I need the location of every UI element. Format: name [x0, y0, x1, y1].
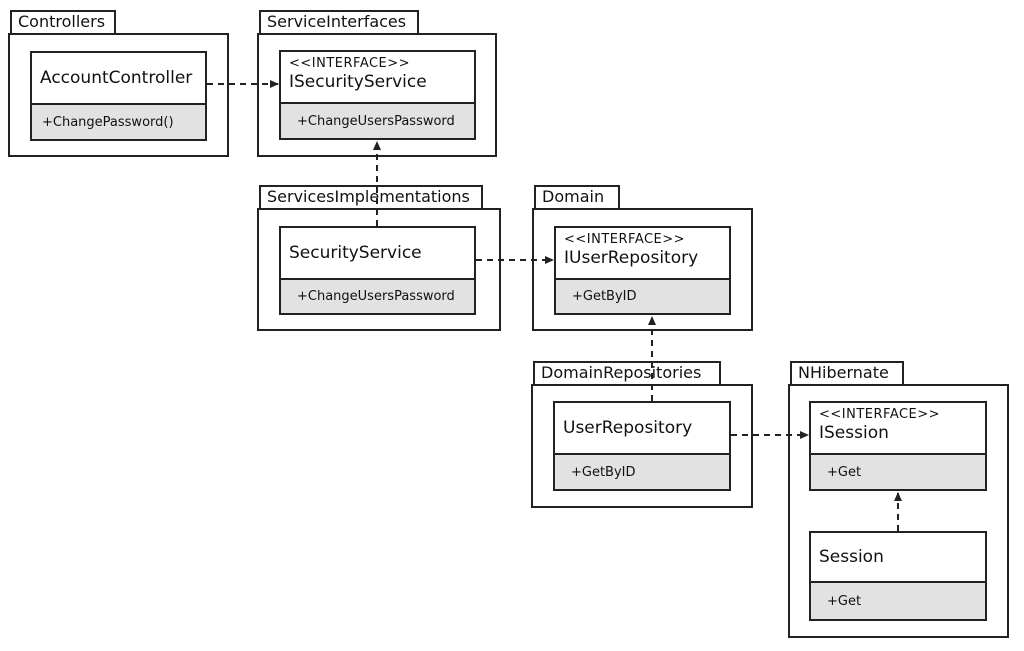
class-user-repository: UserRepository +GetByID	[553, 401, 731, 491]
class-name: UserRepository	[563, 418, 693, 438]
stereotype-label: <<INTERFACE>>	[819, 407, 941, 422]
operation: +GetByID	[572, 289, 637, 304]
class-header: <<INTERFACE>> ISecurityService	[281, 52, 474, 104]
package-tab-domain: Domain	[534, 185, 620, 209]
class-name: ISecurityService	[289, 72, 427, 92]
class-session: Session +Get	[809, 531, 987, 621]
class-header: <<INTERFACE>> IUserRepository	[556, 228, 729, 280]
operation: +GetByID	[571, 464, 636, 480]
package-tab-service-interfaces: ServiceInterfaces	[259, 10, 419, 34]
class-name: ISession	[819, 423, 889, 443]
class-name: AccountController	[40, 68, 193, 88]
class-header: Session	[811, 533, 985, 583]
stereotype-label: <<INTERFACE>>	[564, 232, 686, 247]
operation: +Get	[827, 593, 862, 609]
class-header: SecurityService	[281, 228, 474, 280]
class-operations: +Get	[811, 583, 985, 619]
package-tab-controllers: Controllers	[10, 10, 116, 34]
class-isecurity-service: <<INTERFACE>> ISecurityService +ChangeUs…	[279, 50, 476, 140]
class-security-service: SecurityService +ChangeUsersPassword	[279, 226, 476, 315]
operation: +ChangeUsersPassword	[297, 113, 455, 129]
operation: +Get	[827, 464, 862, 480]
class-name: SecurityService	[289, 243, 422, 263]
operation: +ChangePassword()	[42, 114, 174, 130]
class-header: AccountController	[32, 53, 205, 105]
stereotype-label: <<INTERFACE>>	[289, 56, 411, 71]
class-iuser-repository: <<INTERFACE>> IUserRepository +GetByID	[554, 226, 731, 315]
class-account-controller: AccountController +ChangePassword()	[30, 51, 207, 141]
package-tab-services-implementations: ServicesImplementations	[259, 185, 483, 209]
class-header: UserRepository	[555, 403, 729, 455]
class-header: <<INTERFACE>> ISession	[811, 403, 985, 455]
class-operations: +Get	[811, 455, 985, 489]
class-operations: +GetByID	[555, 455, 729, 489]
package-tab-domain-repositories: DomainRepositories	[533, 361, 721, 385]
class-isession: <<INTERFACE>> ISession +Get	[809, 401, 987, 491]
class-operations: +ChangeUsersPassword	[281, 104, 474, 138]
operation: +ChangeUsersPassword	[297, 289, 455, 304]
class-name: IUserRepository	[564, 248, 699, 268]
class-operations: +ChangeUsersPassword	[281, 280, 474, 313]
class-name: Session	[819, 547, 884, 567]
class-operations: +GetByID	[556, 280, 729, 313]
package-tab-nhibernate: NHibernate	[790, 361, 904, 385]
class-operations: +ChangePassword()	[32, 105, 205, 139]
